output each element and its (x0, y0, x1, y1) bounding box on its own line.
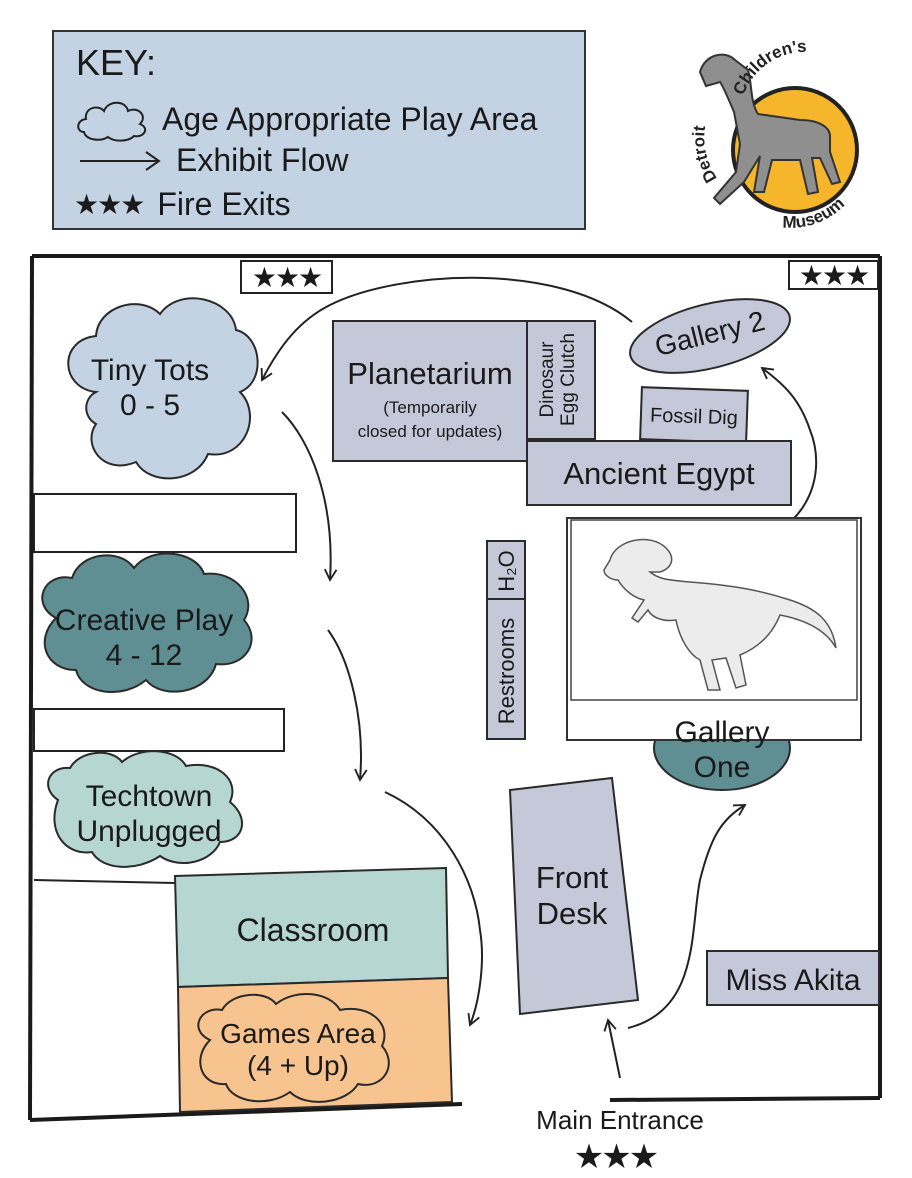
fire-exit-stars-icon: ★★★ (74, 189, 145, 220)
fire-exit-top-right: ★★★ (798, 260, 870, 291)
tiny-tots-ages: 0 - 5 (119, 388, 181, 422)
water-fountain-room: H₂O (486, 540, 526, 600)
h2o-label: H₂O (494, 550, 519, 592)
legend-box: KEY: Age Appropriate Play Area Exhibit F… (52, 30, 586, 230)
games-area-name: Games Area (220, 1018, 376, 1049)
dinosaur-egg-clutch-label-2: Egg Clutch (557, 333, 579, 426)
arrow-right-icon (80, 150, 161, 171)
techtown-name-2: Unplugged (76, 814, 222, 848)
games-area-ages: (4 + Up) (247, 1050, 349, 1082)
t-rex-icon (603, 538, 837, 691)
cloud-icon (77, 101, 147, 142)
restrooms-room: Restrooms (486, 598, 526, 740)
legend-flow-label: Exhibit Flow (176, 142, 349, 178)
creative-play-ages: 4 - 12 (105, 638, 183, 672)
wall-partition (33, 708, 285, 752)
front-desk-label-2: Desk (536, 895, 608, 931)
ancient-egypt-label: Ancient Egypt (563, 456, 755, 491)
techtown-cloud (47, 750, 243, 868)
games-area-label: Games Area (4 + Up) (200, 1018, 396, 1082)
techtown-name: Techtown (85, 780, 213, 813)
miss-akita-label: Miss Akita (725, 964, 861, 997)
gallery-one-label-1: Gallery (674, 716, 770, 749)
gallery-2-shape (629, 298, 791, 374)
front-desk-shape (508, 776, 640, 1016)
planetarium-note-1: (Temporarily (383, 398, 477, 417)
creative-play-name: Creative Play (54, 604, 234, 637)
ancient-egypt-room: Ancient Egypt (526, 440, 792, 506)
techtown-label: Techtown Unplugged (54, 780, 244, 849)
dinosaur-illustration (566, 517, 862, 741)
exhibit-flow-arrows (260, 276, 818, 1079)
fossil-dig-room: Fossil Dig (639, 386, 749, 444)
legend-row-exits: ★★★ Fire Exits (74, 186, 291, 223)
planetarium-note-2: closed for updates) (357, 422, 503, 441)
restrooms-label: Restrooms (494, 617, 519, 725)
building-walls (28, 254, 882, 1122)
classroom-label: Classroom (236, 912, 390, 948)
dinosaur-egg-clutch-room: Dinosaur Egg Clutch (526, 320, 596, 440)
legend-row-play-area: Age Appropriate Play Area (74, 94, 537, 144)
tiny-tots-cloud (67, 297, 259, 480)
front-desk-label: Front Desk (516, 860, 628, 931)
planetarium-label: Planetarium (347, 356, 513, 391)
fossil-dig-label: Fossil Dig (649, 404, 739, 430)
fire-exit-box-top-right (788, 260, 879, 290)
horse-icon (698, 53, 842, 206)
gallery-one-label-2: One (693, 750, 751, 784)
legend-title: KEY: (76, 42, 157, 83)
legend-play-area-label: Age Appropriate Play Area (162, 100, 538, 137)
wall-partition (33, 493, 297, 553)
games-area-cloud (197, 992, 390, 1103)
front-desk-label-1: Front (535, 860, 609, 895)
gallery-one-label: Gallery One (654, 716, 790, 785)
legend-row-flow: Exhibit Flow (74, 142, 349, 179)
dinosaur-egg-clutch-label: Dinosaur Egg Clutch (537, 322, 580, 437)
fire-exit-top-left: ★★★ (251, 262, 323, 293)
fire-exit-box-top-left (240, 260, 333, 294)
creative-play-cloud (41, 552, 253, 694)
tiny-tots-name: Tiny Tots (90, 354, 210, 387)
main-entrance-label: Main Entrance (536, 1105, 704, 1135)
fire-exit-main-entrance: ★★★ (573, 1138, 659, 1176)
dinosaur-egg-clutch-label-1: Dinosaur (537, 341, 558, 418)
museum-logo: Children's Detroit Museum (689, 37, 859, 232)
legend-exits-label: Fire Exits (157, 186, 291, 222)
creative-play-label: Creative Play 4 - 12 (44, 604, 244, 673)
planetarium-room: Planetarium (Temporarily closed for upda… (332, 320, 528, 462)
miss-akita-room: Miss Akita (706, 950, 880, 1006)
tiny-tots-label: Tiny Tots 0 - 5 (70, 354, 230, 423)
